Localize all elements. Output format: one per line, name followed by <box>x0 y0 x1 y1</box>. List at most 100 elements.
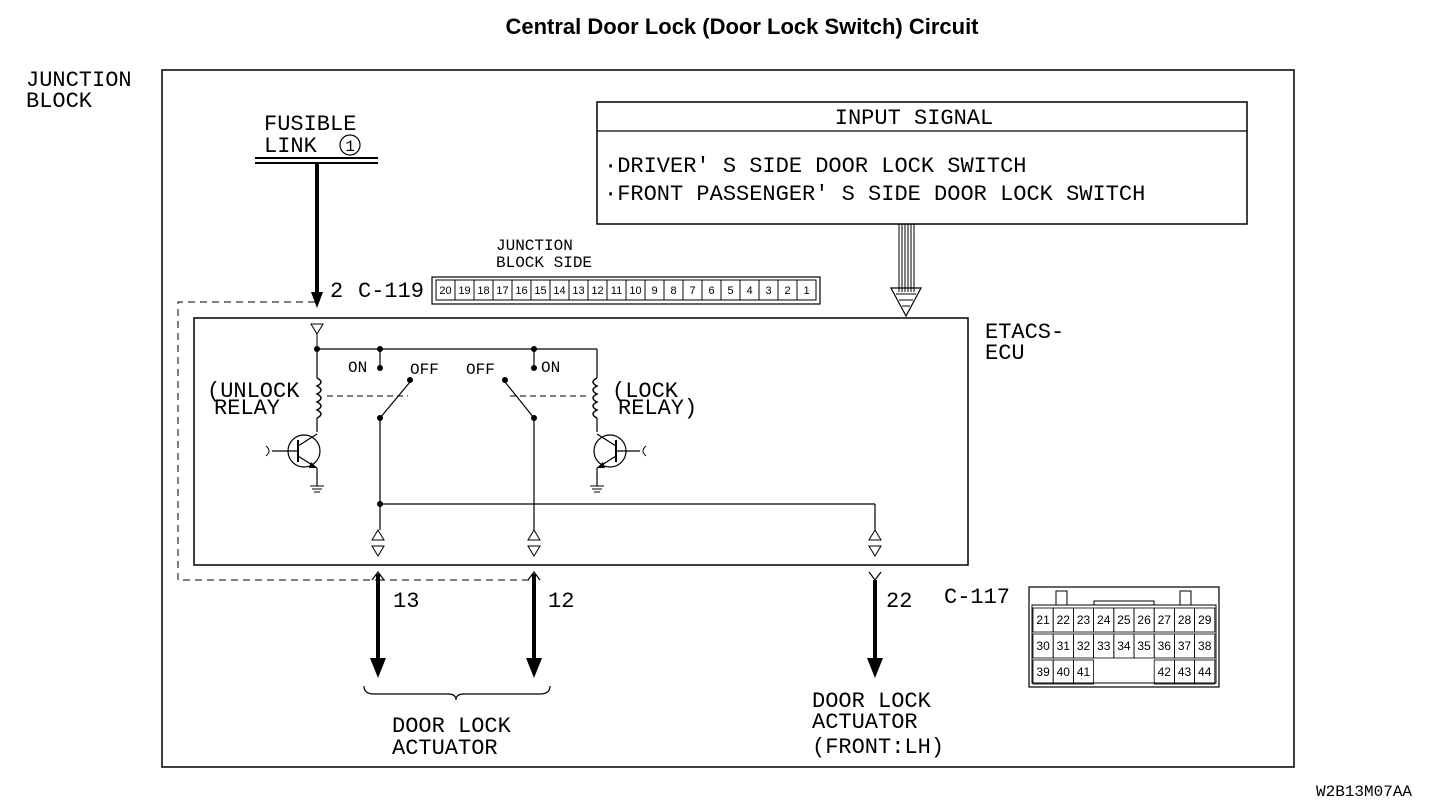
c117-pin-label: 37 <box>1178 639 1192 653</box>
input-signal-box <box>596 101 1248 225</box>
unlock-switch-off-label: OFF <box>410 361 439 379</box>
door-lock-actuator-label-2: ACTUATOR <box>392 736 498 761</box>
front-actuator-label-3: (FRONT:LH) <box>812 735 944 760</box>
junction-block-label-2: BLOCK <box>26 89 93 114</box>
front-actuator-label-2: ACTUATOR <box>812 710 918 735</box>
c117-pin-label: 39 <box>1036 665 1050 679</box>
c117-pin-label: 40 <box>1057 665 1071 679</box>
unlock-relay-label-2: RELAY <box>214 396 280 421</box>
c117-pin-label: 36 <box>1158 639 1172 653</box>
c119-pin-label: 10 <box>629 285 641 297</box>
etacs-ecu-box <box>193 317 969 566</box>
front-actuator-label-1: DOOR LOCK <box>812 689 932 714</box>
c119-pin-number: 2 <box>330 279 343 304</box>
c119-pin-label: 3 <box>765 285 771 297</box>
unlock-switch-on-label: ON <box>348 359 367 377</box>
lock-relay-label-1: (LOCK <box>612 379 679 404</box>
pin-12-label: 12 <box>548 589 574 614</box>
c119-pin-label: 7 <box>689 285 695 297</box>
unlock-transistor <box>265 433 324 493</box>
actuator-brace <box>363 685 551 701</box>
c117-pin-label: 38 <box>1198 639 1212 653</box>
input-signal-item-2: ·FRONT PASSENGER' S SIDE DOOR LOCK SWITC… <box>604 182 1145 207</box>
c117-pin-label: 25 <box>1117 613 1131 627</box>
c119-pin-label: 16 <box>515 285 527 297</box>
input-signal-header: INPUT SIGNAL <box>835 106 993 131</box>
c117-pin-label: 30 <box>1036 639 1050 653</box>
c119-pin-label: 8 <box>670 285 676 297</box>
c117-pin-label: 31 <box>1057 639 1071 653</box>
unlock-relay-coil <box>315 377 322 419</box>
c119-name: C-119 <box>358 279 424 304</box>
c119-pin-label: 9 <box>651 285 657 297</box>
c119-pin-label: 17 <box>496 285 508 297</box>
c117-pin-label: 35 <box>1137 639 1151 653</box>
c119-pin-label: 19 <box>458 285 470 297</box>
c117-pin-label: 44 <box>1198 665 1212 679</box>
c119-pin-label: 6 <box>708 285 714 297</box>
lock-transistor <box>590 433 647 493</box>
fusible-link-number: 1 <box>345 138 355 156</box>
c119-pin-label: 2 <box>784 285 790 297</box>
fusible-link-label-1: FUSIBLE <box>264 112 356 137</box>
c117-pin-cell <box>1194 633 1216 659</box>
c119-side-label-1: JUNCTION <box>496 237 573 255</box>
ecu-label-1: ETACS- <box>985 320 1064 345</box>
c117-pin-label: 42 <box>1158 665 1172 679</box>
c119-pin-label: 12 <box>591 285 603 297</box>
unlock-relay-switch <box>377 349 413 504</box>
c119-pin-label: 20 <box>439 285 451 297</box>
junction-block-label-1: JUNCTION <box>26 68 132 93</box>
terminal-22 <box>868 529 882 557</box>
c117-pin-label: 23 <box>1077 613 1091 627</box>
c117-pin-label: 27 <box>1158 613 1172 627</box>
page-title: Central Door Lock (Door Lock Switch) Cir… <box>505 14 979 39</box>
c117-pin-cell <box>1194 659 1216 685</box>
input-signal-arrow <box>889 224 923 318</box>
c117-pin-label: 41 <box>1077 665 1091 679</box>
c119-pin-label: 4 <box>746 285 752 297</box>
c119-pin-label: 13 <box>572 285 584 297</box>
c119-pin-label: 18 <box>477 285 489 297</box>
c117-pin-label: 26 <box>1137 613 1151 627</box>
unlock-relay-label-1: (UNLOCK <box>207 379 300 404</box>
fusible-link-label-2: LINK <box>264 134 318 159</box>
c119-pin-cell <box>796 279 817 301</box>
c119-pin-label: 14 <box>553 285 565 297</box>
terminal-13 <box>371 529 385 557</box>
c119-pin-label: 5 <box>727 285 733 297</box>
ecu-label-2: ECU <box>985 341 1025 366</box>
lock-relay-coil <box>592 377 599 419</box>
c117-pin-label: 28 <box>1178 613 1192 627</box>
c117-pin-label: 33 <box>1097 639 1111 653</box>
c117-pin-label: 22 <box>1057 613 1071 627</box>
pin-13-label: 13 <box>393 589 419 614</box>
c117-pin-label: 43 <box>1178 665 1192 679</box>
ecu-input-terminal <box>310 323 324 335</box>
door-lock-actuator-label-1: DOOR LOCK <box>392 714 512 739</box>
terminal-12 <box>527 529 541 557</box>
input-signal-item-1: ·DRIVER' S SIDE DOOR LOCK SWITCH <box>604 154 1026 179</box>
c119-pin-label: 1 <box>803 285 809 297</box>
c117-connector-face: 21 22 23 24 25 26 27 28 29 30 31 32 33 34 35 36 37 38 39 40… <box>1028 586 1220 688</box>
c119-side-label-2: BLOCK SIDE <box>496 254 592 272</box>
c117-pin-cell <box>1073 659 1095 685</box>
c119-connector-face: 20 19 18 17 16 15 14 13 12 11 10 9 8 7 6 5 4 3 2 1 <box>431 276 821 305</box>
c117-pin-label: 32 <box>1077 639 1091 653</box>
lock-switch-off-label: OFF <box>466 361 495 379</box>
c117-pin-label: 29 <box>1198 613 1212 627</box>
junction-block-frame <box>161 69 1295 768</box>
lock-relay-switch <box>502 349 537 530</box>
fusible-link-number-circle <box>339 134 361 156</box>
lock-relay-label-2: RELAY) <box>618 396 697 421</box>
c119-pin-label: 15 <box>534 285 546 297</box>
c117-pin-label: 34 <box>1117 639 1131 653</box>
c119-pin-label: 11 <box>611 285 622 297</box>
figure-code: W2B13M07AA <box>1316 783 1412 801</box>
c117-pin-label: 24 <box>1097 613 1111 627</box>
c117-name: C-117 <box>944 585 1010 610</box>
c117-pin-label: 21 <box>1036 613 1050 627</box>
pin-22-label: 22 <box>886 589 912 614</box>
wire-arrow-down <box>311 292 323 308</box>
